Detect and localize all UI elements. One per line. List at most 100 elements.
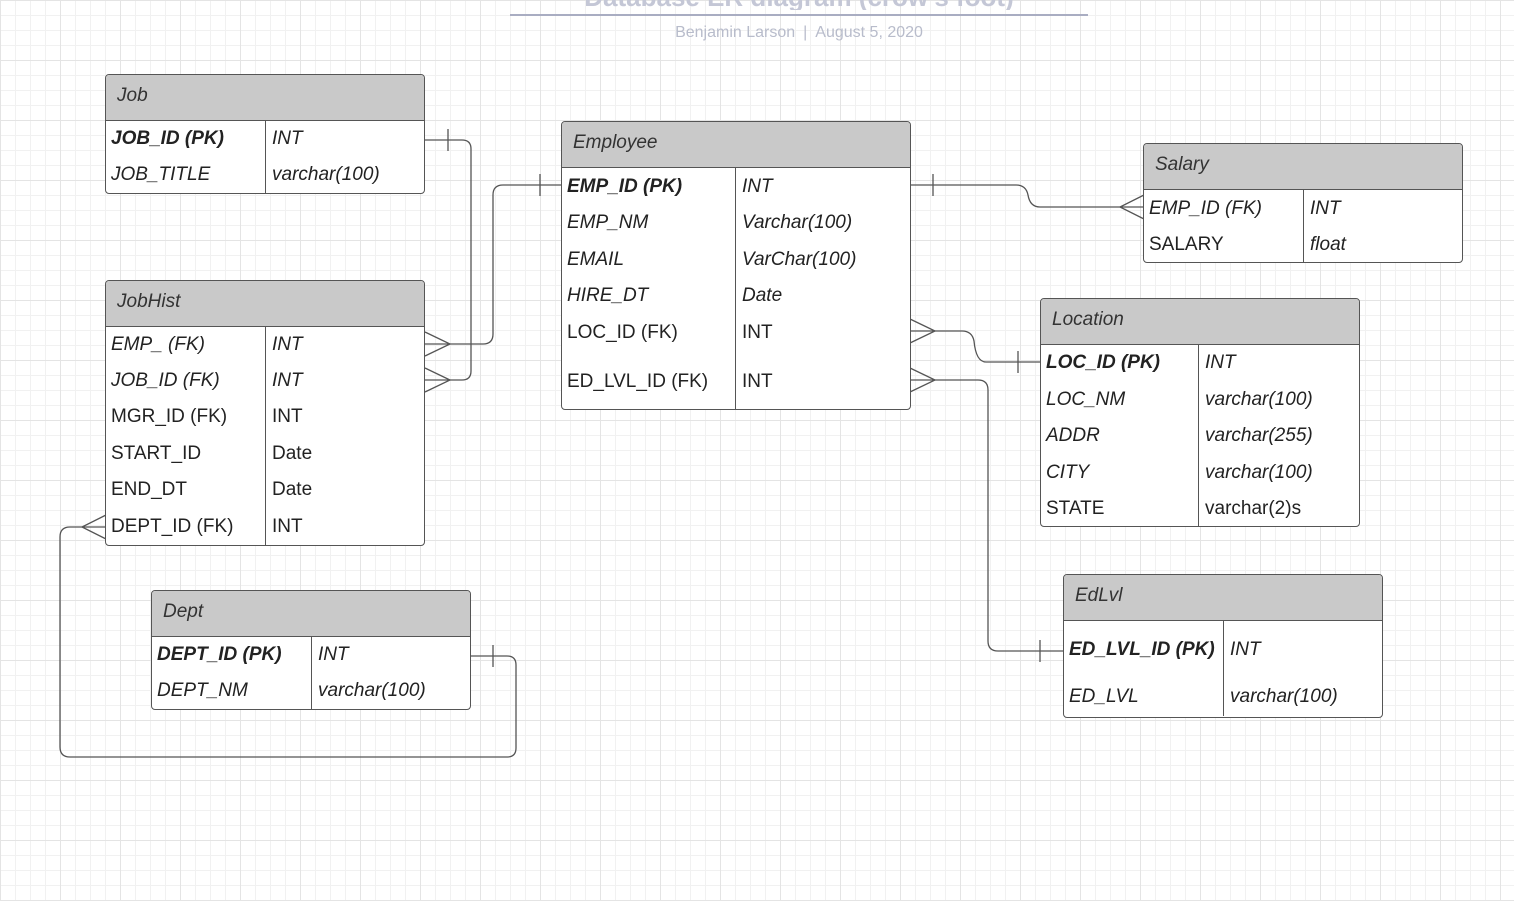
field-type: INT <box>1205 352 1236 373</box>
field-type: INT <box>272 334 303 355</box>
field-name: STATE <box>1041 491 1199 526</box>
field-name: CITY <box>1041 454 1199 491</box>
field-type: INT <box>1230 638 1261 660</box>
field-row[interactable]: ED_LVL varchar(100) <box>1064 678 1382 716</box>
connector-dept-jobhist[interactable] <box>59 514 517 758</box>
field-name: LOC_ID (FK) <box>562 314 736 351</box>
field-row[interactable]: STATE varchar(2)s <box>1041 491 1359 526</box>
connector-job-jobhist[interactable] <box>424 129 472 393</box>
field-type: INT <box>272 370 303 391</box>
entity-header: Dept <box>152 591 470 637</box>
field-row[interactable]: DEPT_ID (PK) INT <box>152 637 470 673</box>
field-type: INT <box>272 128 303 149</box>
field-row[interactable]: START_ID Date <box>106 435 424 472</box>
field-name: EMAIL <box>562 241 736 278</box>
field-row[interactable]: ADDR varchar(255) <box>1041 418 1359 454</box>
field-type: varchar(100) <box>1230 686 1338 707</box>
field-type: Varchar(100) <box>742 212 853 233</box>
entity-salary[interactable]: Salary EMP_ID (FK) INT SALARY float <box>1143 143 1463 263</box>
field-row[interactable]: CITY varchar(100) <box>1041 454 1359 491</box>
field-name: EMP_ID (PK) <box>562 168 736 205</box>
field-row[interactable]: SALARY float <box>1144 227 1462 262</box>
field-name: SALARY <box>1144 227 1304 262</box>
field-name: DEPT_ID (FK) <box>106 508 266 545</box>
field-name: LOC_NM <box>1041 381 1199 418</box>
entity-header: Employee <box>562 122 910 168</box>
field-row[interactable]: EMP_NM Varchar(100) <box>562 205 910 241</box>
field-row[interactable]: EMP_ID (PK) INT <box>562 168 910 205</box>
field-row[interactable]: EMP_ID (FK) INT <box>1144 190 1462 227</box>
field-row[interactable]: ED_LVL_ID (PK) INT <box>1064 621 1382 678</box>
field-type: Date <box>272 442 313 464</box>
field-type: Date <box>272 479 313 500</box>
field-row[interactable]: ED_LVL_ID (FK)INT <box>562 351 910 409</box>
connector-employee-salary[interactable] <box>910 174 1145 220</box>
author-name: Benjamin Larson <box>675 24 796 41</box>
connector-employee-jobhist[interactable] <box>424 174 562 357</box>
field-type: INT <box>272 515 303 537</box>
field-name: EMP_NM <box>562 205 736 241</box>
field-type: float <box>1310 234 1346 255</box>
field-name: EMP_ (FK) <box>106 327 266 363</box>
field-type: VarChar(100) <box>742 248 857 270</box>
field-row[interactable]: JOB_ID (FK) INT <box>106 363 424 399</box>
field-row[interactable]: HIRE_DT Date <box>562 278 910 314</box>
field-name: JOB_ID (FK) <box>106 363 266 399</box>
subtitle-separator: | <box>803 24 808 41</box>
field-type: varchar(100) <box>318 680 426 701</box>
field-row[interactable]: LOC_ID (PK)INT <box>1041 345 1359 381</box>
entity-header: Job <box>106 75 424 121</box>
field-name: ADDR <box>1041 418 1199 454</box>
field-row[interactable]: EMAIL VarChar(100) <box>562 241 910 278</box>
field-name: ED_LVL_ID (FK) <box>562 351 736 409</box>
field-name: START_ID <box>106 435 266 472</box>
field-type: varchar(100) <box>1205 461 1313 483</box>
entity-job[interactable]: Job JOB_ID (PK) INT JOB_TITLE varchar(100) <box>105 74 425 194</box>
field-type: varchar(255) <box>1205 425 1313 446</box>
entity-employee[interactable]: Employee EMP_ID (PK) INT EMP_NM Varchar(100… <box>561 121 911 410</box>
field-name: DEPT_ID (PK) <box>152 637 312 673</box>
field-type: INT <box>742 175 773 197</box>
entity-edlvl[interactable]: EdLvl ED_LVL_ID (PK) INT ED_LVL varchar(100… <box>1063 574 1383 718</box>
diagram-subtitle: Benjamin Larson | August 5, 2020 <box>510 24 1088 42</box>
entity-header: Location <box>1041 299 1359 345</box>
field-row[interactable]: JOB_ID (PK) INT <box>106 121 424 157</box>
entity-header: Salary <box>1144 144 1462 190</box>
field-row[interactable]: LOC_NM varchar(100) <box>1041 381 1359 418</box>
field-row[interactable]: JOB_TITLE varchar(100) <box>106 157 424 193</box>
field-type: INT <box>742 321 773 343</box>
field-name: ED_LVL <box>1064 678 1224 716</box>
field-type: INT <box>1310 197 1341 219</box>
field-name: MGR_ID (FK) <box>106 399 266 435</box>
title-underline <box>510 14 1088 16</box>
diagram-title: Database ER diagram (crow's foot) <box>510 0 1088 10</box>
field-name: HIRE_DT <box>562 278 736 314</box>
field-row[interactable]: EMP_ (FK) INT <box>106 327 424 363</box>
entity-dept[interactable]: Dept DEPT_ID (PK) INT DEPT_NM varchar(100) <box>151 590 471 710</box>
diagram-date: August 5, 2020 <box>815 24 923 41</box>
field-row[interactable]: END_DT Date <box>106 472 424 508</box>
field-type: INT <box>318 644 349 665</box>
field-row[interactable]: MGR_ID (FK) INT <box>106 399 424 435</box>
field-name: JOB_ID (PK) <box>106 121 266 157</box>
connector-employee-edlvl[interactable] <box>909 367 1064 662</box>
field-row[interactable]: DEPT_ID (FK) INT <box>106 508 424 545</box>
field-name: EMP_ID (FK) <box>1144 190 1304 227</box>
entity-header: EdLvl <box>1064 575 1382 621</box>
entity-header: JobHist <box>106 281 424 327</box>
field-type: varchar(100) <box>1205 388 1313 410</box>
field-type: varchar(2)s <box>1205 498 1302 519</box>
field-type: Date <box>742 285 783 306</box>
field-name: JOB_TITLE <box>106 157 266 193</box>
field-name: DEPT_NM <box>152 673 312 709</box>
field-row[interactable]: LOC_ID (FK) INT <box>562 314 910 351</box>
field-row[interactable]: DEPT_NM varchar(100) <box>152 673 470 709</box>
field-name: END_DT <box>106 472 266 508</box>
field-name: ED_LVL_ID (PK) <box>1064 621 1224 678</box>
field-type: varchar(100) <box>272 164 380 185</box>
connector-employee-location[interactable] <box>909 318 1041 373</box>
field-type: INT <box>272 406 303 427</box>
